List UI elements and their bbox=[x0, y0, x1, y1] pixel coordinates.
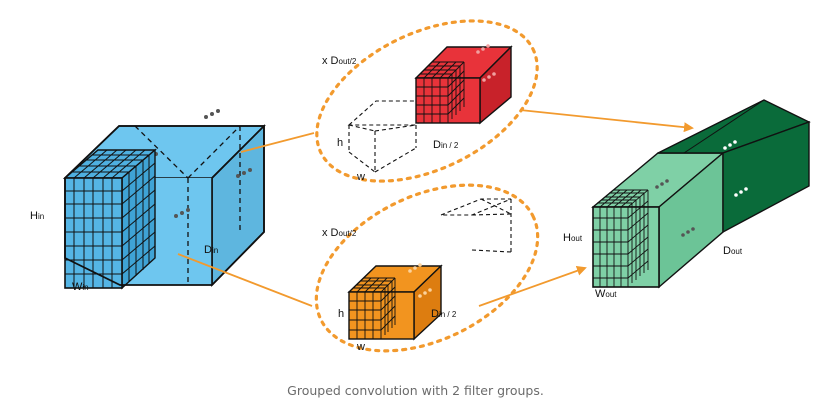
filter-group-1 bbox=[347, 44, 513, 173]
group-1-d-label: Din / 2 bbox=[433, 139, 459, 151]
w-in-label: Win bbox=[72, 281, 89, 293]
group-2-to-output-arrow bbox=[478, 265, 587, 307]
w-out-label: Wout bbox=[595, 288, 617, 300]
output-volume bbox=[591, 99, 811, 289]
group-2-multiplier-label: x Dout/2 bbox=[322, 227, 357, 239]
input-to-group-1-line bbox=[240, 132, 315, 153]
h-out-label: Hout bbox=[563, 232, 583, 244]
group-2-d-label: Din / 2 bbox=[431, 308, 457, 320]
grouped-convolution-diagram: Hin Win Din bbox=[30, 19, 811, 353]
h-in-label: Hin bbox=[30, 210, 44, 222]
d-in-label: Din bbox=[204, 244, 218, 256]
group-2-w-label: w bbox=[356, 341, 365, 353]
filter-group-2 bbox=[347, 198, 512, 341]
group-1-multiplier-label: x Dout/2 bbox=[322, 55, 357, 67]
filter-group-1-outline bbox=[315, 19, 539, 183]
figure-caption: Grouped convolution with 2 filter groups… bbox=[287, 383, 544, 398]
input-to-group-2-line bbox=[177, 253, 313, 307]
flow-arrows bbox=[177, 109, 694, 307]
input-volume bbox=[63, 109, 266, 290]
group-1-w-label: w bbox=[356, 171, 365, 183]
group-2-h-label: h bbox=[338, 308, 344, 320]
group-1-h-label: h bbox=[337, 137, 343, 149]
group-1-to-output-arrow bbox=[519, 109, 694, 133]
filter-group-2-outline bbox=[314, 183, 540, 353]
input-receptive-grid bbox=[63, 148, 157, 290]
d-out-label: Dout bbox=[723, 245, 743, 257]
